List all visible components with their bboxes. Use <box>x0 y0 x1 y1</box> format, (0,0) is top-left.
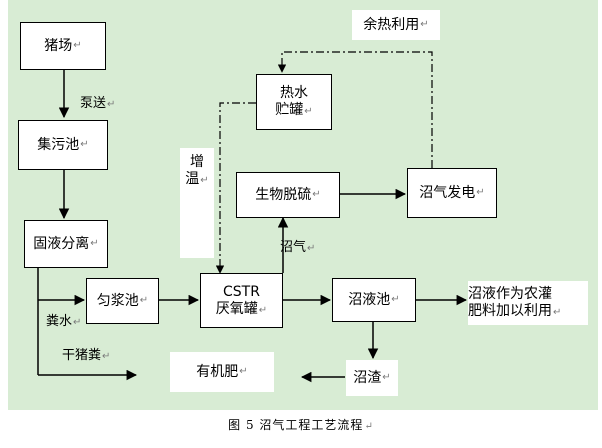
node-collection-tank: 集污池↵ <box>18 120 108 170</box>
node-desulfurization: 生物脱硫↵ <box>236 172 340 218</box>
node-digestate-tank: 沼液池↵ <box>332 278 416 322</box>
node-pig-farm: 猪场↵ <box>20 22 106 70</box>
label-biogas: 沼气↵ <box>280 240 316 255</box>
node-organic-fertilizer: 有机肥↵ <box>170 352 274 392</box>
figure-caption: 图 5 沼气工程工艺流程↵ <box>228 418 374 432</box>
label-dry-manure: 干猪粪↵ <box>62 348 111 363</box>
node-waste-heat-utilization: 余热利用↵ <box>352 10 440 40</box>
node-hot-water-tank: 热水 贮罐↵ <box>256 74 332 130</box>
arrow-generation-to-hotwater <box>277 51 433 168</box>
node-mixing-tank: 匀浆池↵ <box>86 278 159 324</box>
label-manure-water: 粪水↵ <box>46 314 82 329</box>
node-biogas-generation: 沼气发电↵ <box>407 168 497 218</box>
label-pump: 泵送↵ <box>80 96 116 111</box>
node-heating: 增 温↵ <box>180 148 214 258</box>
node-cstr-reactor: CSTR 厌氧罐↵ <box>200 273 283 328</box>
node-digestate-utilization: 沼液作为农灌 肥料加以利用↵ <box>468 281 588 325</box>
node-residue: 沼渣↵ <box>346 360 398 396</box>
node-separation: 固液分离↵ <box>24 220 108 268</box>
arrow-hotwater-to-cstr <box>215 102 256 274</box>
